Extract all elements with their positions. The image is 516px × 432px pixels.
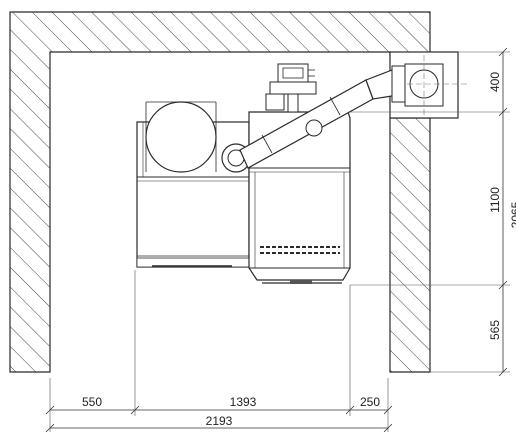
vertical-dimension-lines	[498, 47, 508, 377]
dim-unit-depth: 1100	[488, 187, 502, 213]
pellet-hopper-circle	[145, 101, 217, 173]
dim-left-clearance: 550	[82, 395, 102, 409]
dim-right-clearance: 250	[360, 395, 380, 409]
dim-flue-offset: 400	[488, 72, 502, 92]
dim-front-clearance: 565	[488, 320, 502, 340]
dim-total-depth: 2065	[509, 201, 516, 228]
dim-total-width: 2193	[206, 414, 233, 428]
chimney-box	[362, 51, 470, 119]
horizontal-dimension-lines	[45, 405, 393, 432]
extension-lines	[49, 51, 510, 432]
burner-assembly	[265, 63, 323, 137]
wall-right-hatched	[389, 117, 431, 373]
dim-unit-width: 1393	[230, 395, 257, 409]
